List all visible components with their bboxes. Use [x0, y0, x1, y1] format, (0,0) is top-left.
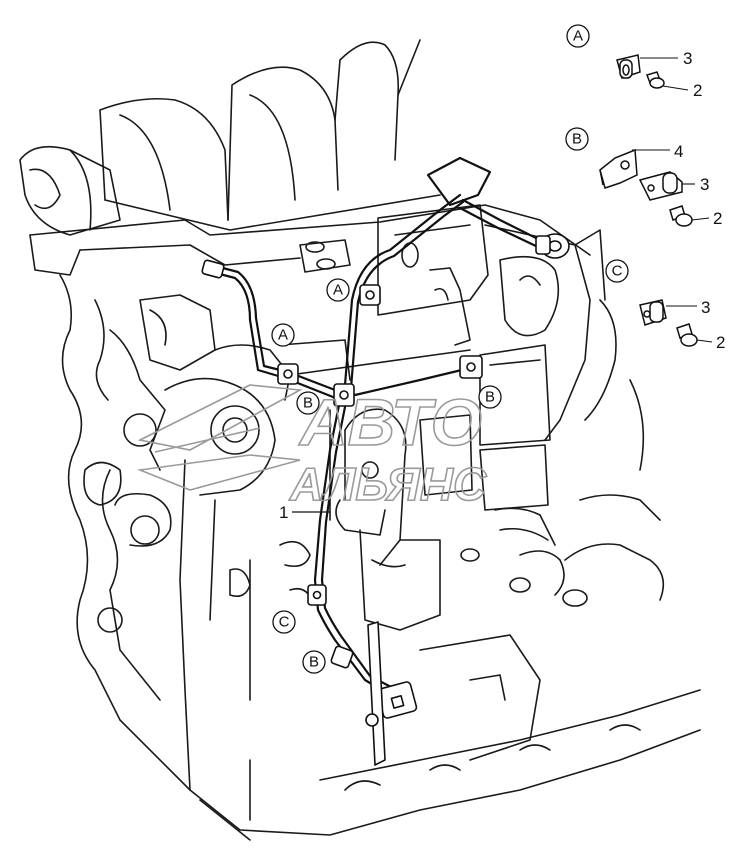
callout-c-lower: C: [272, 610, 296, 634]
engine-callouts: A A B B C B: [271, 278, 502, 674]
watermark-line1: АВТО: [298, 385, 482, 459]
harness-clamps: [201, 233, 570, 766]
svg-text:B: B: [309, 654, 319, 671]
detail-b-clamp: [638, 171, 683, 201]
callout-a-upper: A: [326, 278, 350, 302]
svg-text:2: 2: [716, 333, 725, 352]
svg-text:A: A: [333, 282, 343, 299]
clamp-a-lower: [277, 363, 299, 385]
engine-block-drawing: [19, 39, 701, 841]
svg-text:3: 3: [700, 175, 709, 194]
callout-b-lower: B: [302, 650, 326, 674]
svg-text:1: 1: [279, 503, 288, 522]
svg-text:B: B: [485, 389, 495, 406]
svg-text:A: A: [278, 327, 288, 344]
svg-text:C: C: [279, 614, 290, 631]
watermark-logo: [136, 384, 303, 491]
watermark-line2: АЛЬЯНС: [289, 458, 487, 510]
detail-b-bracket: [599, 148, 638, 189]
svg-text:A: A: [573, 28, 583, 45]
detail-a-clamp: [616, 54, 641, 79]
clamp-b-lower: [330, 645, 354, 669]
right-sensor: [535, 233, 570, 259]
svg-text:2: 2: [693, 81, 702, 100]
svg-text:C: C: [612, 263, 623, 280]
svg-text:4: 4: [674, 142, 683, 161]
callout-b-right: B: [478, 385, 502, 409]
detail-c: C 3 2: [605, 259, 725, 352]
lower-bracket: [365, 621, 386, 766]
svg-text:3: 3: [683, 49, 692, 68]
clamp-b-right: [459, 355, 483, 379]
detail-c-bolt: [676, 323, 698, 347]
detail-b: B 4 3 2: [565, 127, 722, 228]
callout-b-center: B: [296, 391, 320, 415]
detail-a-bolt: [646, 71, 665, 89]
clamp-c-lower: [307, 584, 327, 606]
callout-a-lower: A: [271, 323, 295, 347]
svg-text:2: 2: [713, 209, 722, 228]
svg-text:B: B: [572, 131, 582, 148]
wiring-harness: [210, 156, 542, 697]
detail-a-circle: [566, 24, 590, 48]
part-1-label: 1: [279, 503, 330, 522]
detail-a: A 3 2: [566, 24, 702, 100]
watermark: АВТО АЛЬЯНС: [136, 384, 488, 511]
svg-text:3: 3: [701, 298, 710, 317]
clamp-a-upper: [359, 284, 381, 306]
left-sensor-connector: [201, 259, 225, 279]
detail-b-bolt: [669, 205, 693, 227]
clamp-b-center: [333, 383, 355, 407]
svg-text:B: B: [303, 395, 313, 412]
detail-c-clamp: [639, 299, 667, 326]
